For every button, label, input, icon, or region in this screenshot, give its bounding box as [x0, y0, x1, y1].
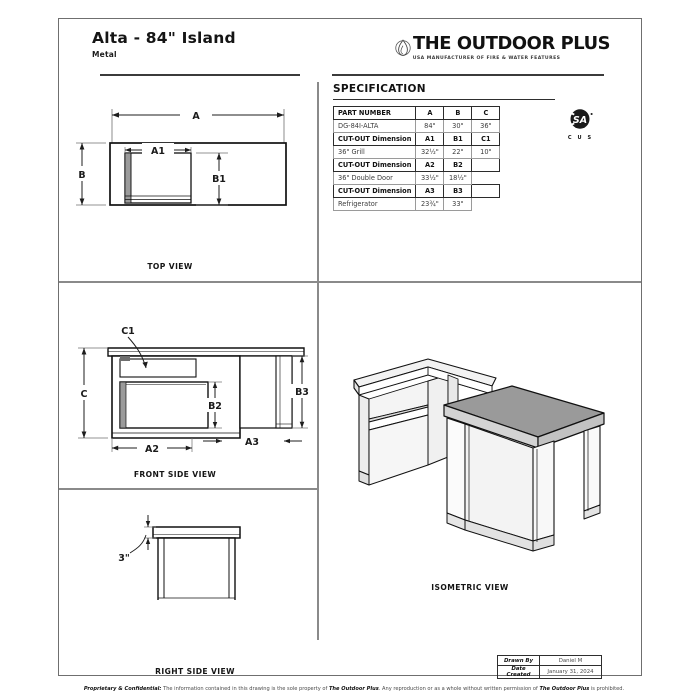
panel-divider-right-horizontal: [318, 281, 641, 283]
table-row: CUT-OUT Dimension A1 B1 C1: [332, 132, 501, 146]
table-row: DG-84I-ALTA 84" 30" 36": [332, 119, 501, 133]
specification-table: PART NUMBER A B C DG-84I-ALTA 84" 30" 36…: [332, 106, 501, 211]
brand-logo: THE OUTDOOR PLUS USA MANUFACTURER OF FIR…: [395, 33, 610, 63]
dim-3in: 3": [118, 553, 130, 564]
title-block-table: Drawn By Daniel M Date Created January 3…: [497, 655, 602, 679]
cell-b: 18½": [443, 171, 473, 185]
cell-a: 84": [415, 119, 445, 133]
table-row: CUT-OUT Dimension A2 B2: [332, 158, 501, 172]
title-block: Alta - 84" Island Metal: [92, 29, 392, 60]
csa-certification-mark: SA CUS: [558, 108, 602, 141]
date-created-value: January 31, 2024: [539, 665, 602, 679]
cell-b: B2: [443, 158, 473, 172]
footer-legal-text: Proprietary & Confidential: The informat…: [64, 686, 644, 692]
cell-label: CUT-OUT Dimension: [332, 184, 417, 198]
cell-c: C1: [471, 132, 501, 146]
page-title: Alta - 84" Island: [92, 29, 236, 47]
dim-A2: A2: [145, 444, 159, 455]
dim-A3: A3: [245, 437, 259, 448]
cell-a: A1: [415, 132, 445, 146]
brand-tagline: USA MANUFACTURER OF FIRE & WATER FEATURE…: [412, 55, 561, 61]
csa-label-c: C: [567, 135, 578, 141]
caption-front-side-view: FRONT SIDE VIEW: [133, 470, 217, 479]
dim-A1: A1: [151, 146, 165, 157]
cell-a: A2: [415, 158, 445, 172]
cell-empty: [472, 198, 500, 211]
dim-C1: C1: [121, 326, 135, 337]
csa-icon: SA: [564, 109, 593, 129]
cell-a: A: [415, 106, 445, 120]
footer-lead: Proprietary & Confidential:: [83, 686, 162, 692]
header-rule-left: [100, 74, 300, 76]
footer-text-2: . Any reproduction or as a whole without…: [378, 686, 540, 692]
cell-b: B1: [443, 132, 473, 146]
table-row: CUT-OUT Dimension A3 B3: [332, 184, 501, 198]
cell-c: 36": [471, 119, 501, 133]
dim-C: C: [81, 389, 88, 400]
brand-name: THE OUTDOOR PLUS: [412, 33, 611, 54]
table-row: PART NUMBER A B C: [332, 106, 501, 120]
cell-a: 32½": [415, 145, 445, 159]
dim-B1: B1: [212, 174, 226, 185]
panel-divider-vertical: [317, 82, 319, 640]
specification-heading: SPECIFICATION: [333, 83, 426, 95]
cell-b: 22": [443, 145, 473, 159]
table-row: 36" Grill 32½" 22" 10": [332, 145, 501, 159]
date-created-label: Date Created: [497, 665, 540, 679]
top-view-drawing: A A1 B B1: [72, 107, 287, 206]
cell-empty: [472, 172, 500, 185]
front-side-view-drawing: C1 C B2 B3 A2: [74, 326, 315, 455]
cell-label: CUT-OUT Dimension: [332, 158, 417, 172]
cell-a: A3: [415, 184, 445, 198]
csa-label-us: US: [577, 135, 598, 141]
specification-rule: [333, 99, 555, 101]
panel-divider-left-horizontal-1: [59, 281, 317, 283]
drawn-by-label: Drawn By: [497, 655, 540, 666]
dim-A: A: [192, 111, 200, 122]
footer-text-1: The information contained in this drawin…: [161, 686, 329, 692]
cell-a: 23¾": [415, 197, 445, 211]
cell-label: 36" Double Door: [332, 171, 417, 185]
dim-B: B: [78, 170, 85, 181]
cell-b: B3: [443, 184, 473, 198]
footer-company-2: The Outdoor Plus: [539, 686, 590, 692]
cell-label: CUT-OUT Dimension: [332, 132, 417, 146]
header-rule-right: [332, 74, 604, 76]
cell-a: 33½": [415, 171, 445, 185]
drawn-by-value: Daniel M: [539, 655, 602, 666]
cell-label: 36" Grill: [332, 145, 417, 159]
cell-label: DG-84I-ALTA: [332, 119, 417, 133]
caption-right-side-view: RIGHT SIDE VIEW: [155, 667, 235, 676]
dim-B3: B3: [295, 387, 309, 398]
footer-company-1: The Outdoor Plus: [328, 686, 379, 692]
table-row: Date Created January 31, 2024: [497, 665, 602, 679]
right-side-view-drawing: 3": [118, 515, 241, 600]
cell-c: 10": [471, 145, 501, 159]
isometric-view-drawing: [353, 358, 605, 552]
table-row: 36" Double Door 33½" 18½": [332, 171, 500, 185]
footer-text-3: is prohibited.: [589, 686, 625, 692]
dim-B2: B2: [208, 401, 222, 412]
cell-label: Refrigerator: [332, 197, 417, 211]
svg-text:SA: SA: [573, 115, 587, 126]
panel-divider-left-horizontal-2: [59, 488, 317, 490]
cell-c: C: [471, 106, 501, 120]
caption-top-view: TOP VIEW: [147, 262, 193, 271]
cell-b: 30": [443, 119, 473, 133]
caption-isometric-view: ISOMETRIC VIEW: [431, 583, 509, 592]
table-row: Drawn By Daniel M: [497, 655, 602, 666]
cell-b: B: [443, 106, 473, 120]
cell-b: 33": [443, 197, 473, 211]
cell-empty: [471, 158, 501, 172]
cell-label: PART NUMBER: [332, 106, 417, 120]
page-subtitle: Metal: [92, 50, 117, 60]
cell-empty: [471, 184, 501, 198]
flame-icon: [395, 39, 411, 56]
table-row: Refrigerator 23¾" 33": [332, 197, 500, 211]
